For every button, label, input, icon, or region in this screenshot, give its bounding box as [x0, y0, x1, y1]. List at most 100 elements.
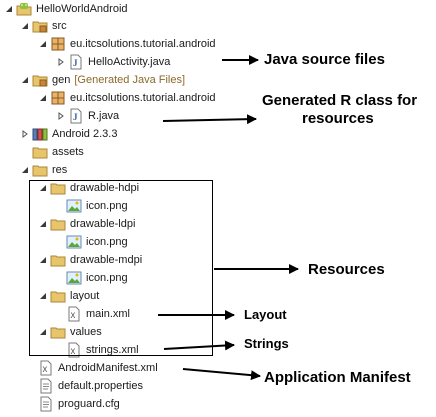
expanded-twisty-icon[interactable] — [38, 256, 48, 264]
tree-item-drawable-ldpi[interactable]: drawable-ldpi — [38, 215, 135, 233]
folder-icon — [32, 144, 48, 160]
tree-item-gen[interactable]: gen [Generated Java Files] — [20, 71, 185, 89]
tree-item-label: eu.itcsolutions.tutorial.android — [70, 92, 216, 104]
xml-file-icon: X — [66, 342, 82, 358]
collapsed-twisty-icon[interactable] — [56, 58, 66, 66]
tree-item-java-file[interactable]: J HelloActivity.java — [56, 53, 170, 71]
expanded-twisty-icon[interactable] — [38, 328, 48, 336]
xml-file-icon: X — [38, 360, 54, 376]
text-file-icon — [38, 396, 54, 412]
tree-item-values[interactable]: values — [38, 323, 102, 341]
tree-item-image[interactable]: icon.png — [66, 197, 128, 215]
arrow-strings — [163, 340, 235, 351]
tree-item-label: default.properties — [58, 380, 143, 392]
source-folder-icon — [32, 18, 48, 34]
folder-icon — [50, 288, 66, 304]
java-file-icon: J — [68, 54, 84, 70]
xml-file-icon: X — [66, 306, 82, 322]
tree-item-label: assets — [52, 146, 84, 158]
folder-icon — [50, 324, 66, 340]
annotation-layout: Layout — [244, 307, 287, 322]
annotation-resources: Resources — [308, 261, 385, 278]
tree-item-label: main.xml — [86, 308, 131, 320]
tree-item-label: AndroidManifest.xml — [58, 362, 158, 374]
tree-item-library[interactable]: Android 2.3.3 — [20, 125, 117, 143]
tree-item-label: values — [70, 326, 102, 338]
annotation-java-source: Java source files — [264, 51, 385, 68]
expanded-twisty-icon[interactable] — [38, 292, 48, 300]
tree-item-src[interactable]: src — [20, 17, 67, 35]
tree-item-image[interactable]: icon.png — [66, 233, 128, 251]
tree-item-label: eu.itcsolutions.tutorial.android — [70, 38, 216, 50]
arrow-generated-r — [162, 114, 257, 125]
tree-item-label: R.java — [88, 110, 120, 122]
android-project-icon — [16, 1, 32, 17]
tree-item-label: proguard.cfg — [58, 398, 120, 410]
tree-item-drawable-mdpi[interactable]: drawable-mdpi — [38, 251, 142, 269]
text-file-icon — [38, 378, 54, 394]
annotation-strings: Strings — [244, 336, 289, 351]
tree-item-label: drawable-mdpi — [70, 254, 143, 266]
expanded-twisty-icon[interactable] — [38, 184, 48, 192]
svg-text:X: X — [71, 348, 76, 357]
folder-icon — [50, 180, 66, 196]
expanded-twisty-icon[interactable] — [20, 166, 30, 174]
package-icon — [50, 90, 66, 106]
svg-text:J: J — [73, 112, 78, 122]
tree-item-cfg[interactable]: proguard.cfg — [38, 395, 120, 413]
tree-item-label: strings.xml — [86, 344, 139, 356]
tree-item-label: res — [52, 164, 68, 176]
expanded-twisty-icon[interactable] — [38, 40, 48, 48]
tree-item-label: icon.png — [86, 236, 128, 248]
tree-item-properties[interactable]: default.properties — [38, 377, 143, 395]
tree-item-res[interactable]: res — [20, 161, 67, 179]
expanded-twisty-icon[interactable] — [20, 22, 30, 30]
collapsed-twisty-icon[interactable] — [56, 112, 66, 120]
tree-item-label: Android 2.3.3 — [52, 128, 118, 140]
tree-item-label: icon.png — [86, 272, 128, 284]
resources-highlight-box — [29, 180, 213, 356]
tree-item-drawable-hdpi[interactable]: drawable-hdpi — [38, 179, 139, 197]
image-file-icon — [66, 234, 82, 250]
expanded-twisty-icon[interactable] — [38, 220, 48, 228]
expanded-twisty-icon[interactable] — [38, 94, 48, 102]
arrow-manifest — [182, 368, 261, 381]
tree-item-package[interactable]: eu.itcsolutions.tutorial.android — [38, 89, 216, 107]
generated-decoration: [Generated Java Files] — [74, 74, 186, 86]
tree-item-xml[interactable]: X strings.xml — [66, 341, 139, 359]
expanded-twisty-icon[interactable] — [4, 5, 14, 13]
tree-item-label: gen — [52, 74, 71, 86]
tree-item-assets[interactable]: assets — [20, 143, 84, 161]
tree-item-image[interactable]: icon.png — [66, 269, 128, 287]
image-file-icon — [66, 198, 82, 214]
tree-item-label: drawable-hdpi — [70, 182, 140, 194]
java-file-icon: J — [68, 108, 84, 124]
tree-item-label: HelloWorldAndroid — [36, 3, 128, 15]
annotation-generated-r-2: resources — [302, 110, 374, 127]
folder-icon — [32, 162, 48, 178]
collapsed-twisty-icon[interactable] — [20, 130, 30, 138]
tree-item-xml[interactable]: X main.xml — [66, 305, 130, 323]
package-icon — [50, 36, 66, 52]
library-icon — [32, 126, 48, 142]
folder-icon — [50, 216, 66, 232]
image-file-icon — [66, 270, 82, 286]
source-folder-icon — [32, 72, 48, 88]
annotation-manifest: Application Manifest — [264, 369, 411, 386]
annotation-generated-r: Generated R class for — [262, 92, 418, 109]
tree-item-project[interactable]: HelloWorldAndroid — [4, 0, 128, 18]
tree-item-label: drawable-ldpi — [70, 218, 136, 230]
expanded-twisty-icon[interactable] — [20, 76, 30, 84]
folder-icon — [50, 252, 66, 268]
tree-item-label: icon.png — [86, 200, 128, 212]
tree-item-label: layout — [70, 290, 100, 302]
tree-item-java-file[interactable]: J R.java — [56, 107, 119, 125]
svg-text:X: X — [43, 366, 48, 375]
tree-item-package[interactable]: eu.itcsolutions.tutorial.android — [38, 35, 216, 53]
tree-item-layout[interactable]: layout — [38, 287, 99, 305]
tree-item-label: HelloActivity.java — [88, 56, 171, 68]
svg-text:X: X — [71, 312, 76, 321]
tree-item-manifest[interactable]: X AndroidManifest.xml — [38, 359, 158, 377]
tree-item-label: src — [52, 20, 67, 32]
